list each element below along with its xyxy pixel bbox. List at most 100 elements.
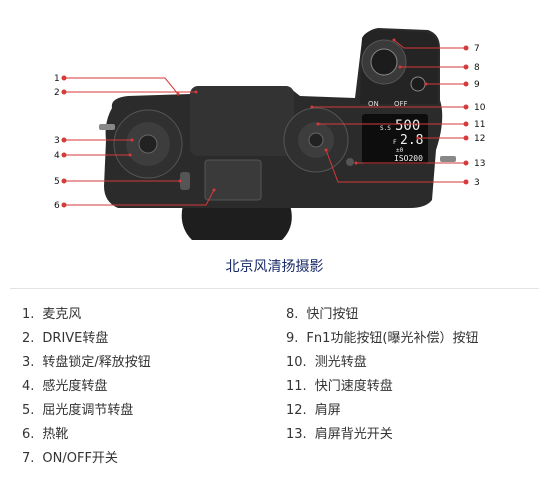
legend-number: 10. [286, 355, 307, 370]
off-label: OFF [394, 100, 408, 108]
callout-target [178, 179, 182, 183]
legend-label: DRIVE转盘 [42, 331, 109, 346]
callout-target [398, 65, 402, 69]
callout-label: 10 [474, 103, 486, 113]
legend-item: 10. 测光转盘 [286, 354, 478, 378]
callout-dot [61, 137, 67, 143]
callout-line [393, 39, 466, 49]
callout-label: 1 [54, 74, 60, 84]
callout-target [354, 161, 358, 165]
legend-number: 3. [22, 355, 35, 370]
legend-number: 9. [286, 331, 299, 346]
callout-dot [463, 45, 469, 51]
legend-item: 11. 快门速度转盘 [286, 378, 478, 402]
legend-item: 8. 快门按钮 [286, 306, 478, 330]
callout-label: 9 [474, 80, 480, 90]
callout-label: 13 [474, 159, 485, 169]
callout-target [324, 148, 328, 152]
callout-target [176, 92, 180, 96]
callout-target [194, 90, 198, 94]
callout-dot [61, 75, 67, 81]
callout-line [325, 149, 466, 183]
callout-label: 3 [474, 178, 480, 188]
camera-diagram: ON OFF S.S 500 F 2.8 ±0 ISO200 123456789… [54, 28, 486, 240]
callout-target [416, 136, 420, 140]
legend-item: 7. ON/OFF开关 [22, 450, 151, 474]
callout-label: 4 [54, 151, 60, 161]
legend-item: 2. DRIVE转盘 [22, 330, 151, 354]
legend-number: 2. [22, 331, 35, 346]
top-lcd [362, 114, 428, 164]
legend-number: 6. [22, 427, 35, 442]
callout-line [64, 77, 179, 95]
legend-item: 5.屈光度调节转盘 [22, 402, 151, 426]
camera-body: ON OFF S.S 500 F 2.8 ±0 ISO200 [99, 28, 456, 240]
callout-target [392, 38, 396, 42]
callout-target [424, 82, 428, 86]
callout-label: 11 [474, 120, 485, 130]
callout-target [316, 122, 320, 126]
legend-label: 屈光度调节转盘 [42, 403, 134, 418]
callout-dot [61, 178, 67, 184]
legend-label: 快门速度转盘 [314, 379, 393, 394]
callout-dot [463, 121, 469, 127]
dial-lock-button-right [308, 132, 324, 148]
lcd-iso: ISO200 [394, 154, 423, 163]
legend-label: ON/OFF开关 [42, 451, 118, 466]
divider [10, 288, 539, 289]
legend-item: 9. Fn1功能按钮(曝光补偿）按钮 [286, 330, 478, 354]
legend-item: 4. 感光度转盘 [22, 378, 151, 402]
callout-dot [61, 202, 67, 208]
callout-dot [463, 160, 469, 166]
callout-dot [463, 64, 469, 70]
callout-dot [61, 152, 67, 158]
callout-target [310, 105, 314, 109]
lcd-ev: ±0 [396, 147, 404, 154]
callout-label: 3 [54, 136, 60, 146]
legend-label: 测光转盘 [314, 355, 367, 370]
legend-label: 快门按钮 [306, 307, 359, 322]
callout-label: 5 [54, 177, 60, 187]
watermark-caption: 北京风清扬摄影 [225, 259, 324, 275]
legend-label: 热靴 [42, 427, 69, 442]
shutter-button [370, 48, 398, 76]
callout-dot [463, 104, 469, 110]
legend-number: 4. [22, 379, 35, 394]
legend-number: 7. [22, 451, 35, 466]
legend-left-column: 1. 麦克风 2. DRIVE转盘 3. 转盘锁定/释放按钮 4. 感光度转盘 5.屈光度调节转… [22, 306, 151, 474]
legend-number: 1. [22, 307, 35, 322]
legend-number: 11. [286, 379, 307, 394]
legend-item: 13.肩屏背光开关 [286, 426, 478, 450]
legend-number: 12. [286, 403, 307, 418]
callout-label: 12 [474, 134, 485, 144]
on-label: ON [368, 100, 379, 108]
callout-target [128, 153, 132, 157]
lcd-backlight-button [346, 158, 354, 166]
callout-label: 2 [54, 88, 60, 98]
callout-dot [463, 81, 469, 87]
fn1-button [410, 76, 426, 92]
callout-dot [61, 89, 67, 95]
eyecup [181, 205, 292, 240]
legend-label: Fn1功能按钮(曝光补偿）按钮 [306, 331, 479, 346]
callout-target [130, 138, 134, 142]
legend-label: 感光度转盘 [42, 379, 108, 394]
callout-target [212, 188, 216, 192]
lcd-f-label: F [393, 139, 397, 146]
callout-label: 6 [54, 201, 60, 211]
legend-label: 麦克风 [42, 307, 82, 322]
legend-number: 8. [286, 307, 299, 322]
legend-item: 3. 转盘锁定/释放按钮 [22, 354, 151, 378]
diopter-dial [180, 172, 190, 190]
callout-label: 8 [474, 63, 480, 73]
callout-label: 7 [474, 44, 480, 54]
legend-item: 1. 麦克风 [22, 306, 151, 330]
legend-item: 6. 热靴 [22, 426, 151, 450]
legend-label: 转盘锁定/释放按钮 [42, 355, 151, 370]
callout-line [64, 189, 215, 206]
hot-shoe [204, 159, 262, 201]
callout-dot [463, 179, 469, 185]
dial-lock-button-left [138, 134, 158, 154]
callout-dot [463, 135, 469, 141]
